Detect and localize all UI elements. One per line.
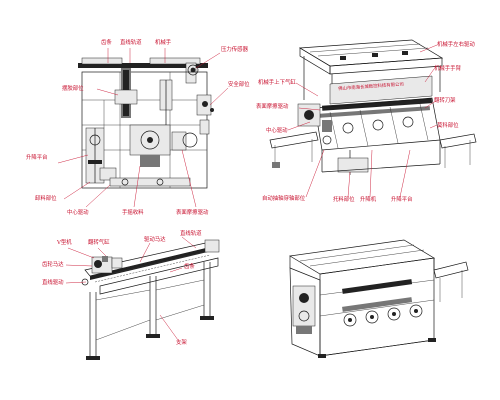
label-manipulator-arm: 机械手手臂 <box>434 66 461 72</box>
leader-chain-2 <box>169 267 183 273</box>
label-manipulator-lr-drive: 机械手左右驱动 <box>437 42 475 48</box>
label-manipulator-ud-cylinder: 机械手上下气缸 <box>258 80 296 86</box>
leader-lr-drive <box>419 44 438 53</box>
label-surface-rub-drive: 表面摩擦驱动 <box>176 210 209 216</box>
leader-ud-cyl <box>295 82 319 97</box>
leader-cutter <box>424 101 435 109</box>
leader-lift-arm <box>369 149 373 198</box>
leader-gear-motor <box>65 264 93 267</box>
top-plan-view <box>57 48 229 208</box>
leader-pressure-sensor <box>195 52 221 69</box>
leader-gear-cyl <box>97 247 107 257</box>
label-chain-bl: 齿条 <box>184 264 195 270</box>
label-v-motor: V型机 <box>57 240 72 246</box>
label-feed-position: 托料部位 <box>333 197 355 203</box>
leader-auto-shaft <box>305 149 325 198</box>
leader-wrap <box>429 124 438 129</box>
label-cutter-blade-frame: 翻转刀架 <box>434 98 456 104</box>
leader-hand-feed <box>133 165 141 208</box>
leader-center-drive <box>85 184 111 208</box>
leader-arm <box>424 68 435 83</box>
leader-unwind <box>96 88 119 96</box>
label-safety-position: 安全部位 <box>228 82 250 88</box>
label-linear-drive: 直线驱动 <box>42 280 64 286</box>
label-unwind-position: 摆胶部位 <box>62 86 84 92</box>
label-support-frame: 支架 <box>176 340 187 346</box>
label-linear-guide: 直线轨道 <box>120 40 142 46</box>
label-wrap-position: 莫科部位 <box>437 123 459 129</box>
leader-linear-guide-2 <box>181 236 197 249</box>
label-manipulator: 机械手 <box>155 40 172 46</box>
leader-surface-rub <box>181 149 197 208</box>
leader-lift-platform-2 <box>399 149 411 198</box>
top-iso-view <box>269 39 477 198</box>
label-pressure-sensor: 压力传感器 <box>221 47 248 53</box>
leader-safety <box>209 87 229 106</box>
label-lift-platform: 升降平台 <box>26 155 48 161</box>
leader-unload <box>63 181 91 200</box>
bottom-left-view <box>65 236 220 360</box>
label-linear-guide-bl: 直线轨道 <box>180 231 202 237</box>
label-surface-rub-drive-iso: 表面摩擦驱动 <box>256 104 289 110</box>
leader-carriage-drive <box>139 242 151 263</box>
label-gear-motor: 齿轮马达 <box>42 262 64 268</box>
banner-board <box>329 75 433 105</box>
leader-feed <box>347 171 351 198</box>
label-gear-cylinder: 翻转气缸 <box>88 240 110 246</box>
label-hand-feed: 手摇收料 <box>122 210 144 216</box>
rail-carriage <box>81 57 123 65</box>
label-auto-shaft-device: 自动抽轴穿轴部位 <box>262 196 306 202</box>
leader-center <box>287 121 311 131</box>
top-rail <box>78 63 208 68</box>
leader-support <box>159 314 179 341</box>
bottom-right-view <box>288 239 469 358</box>
label-chain: 齿条 <box>101 40 112 46</box>
leader-linear-drive <box>65 281 87 284</box>
label-carriage-drive: 驱动马达 <box>144 237 166 243</box>
label-center-drive-iso: 中心驱动 <box>266 128 288 134</box>
leader-surface <box>298 107 321 111</box>
leader-lift-platform <box>57 154 89 164</box>
label-unload-position: 卸料部位 <box>35 196 57 202</box>
leader-v-motor <box>67 247 95 259</box>
label-center-drive: 中心驱动 <box>67 210 89 216</box>
label-lift-arm: 升降机 <box>360 197 377 203</box>
label-lift-platform-iso: 升降平台 <box>391 197 413 203</box>
